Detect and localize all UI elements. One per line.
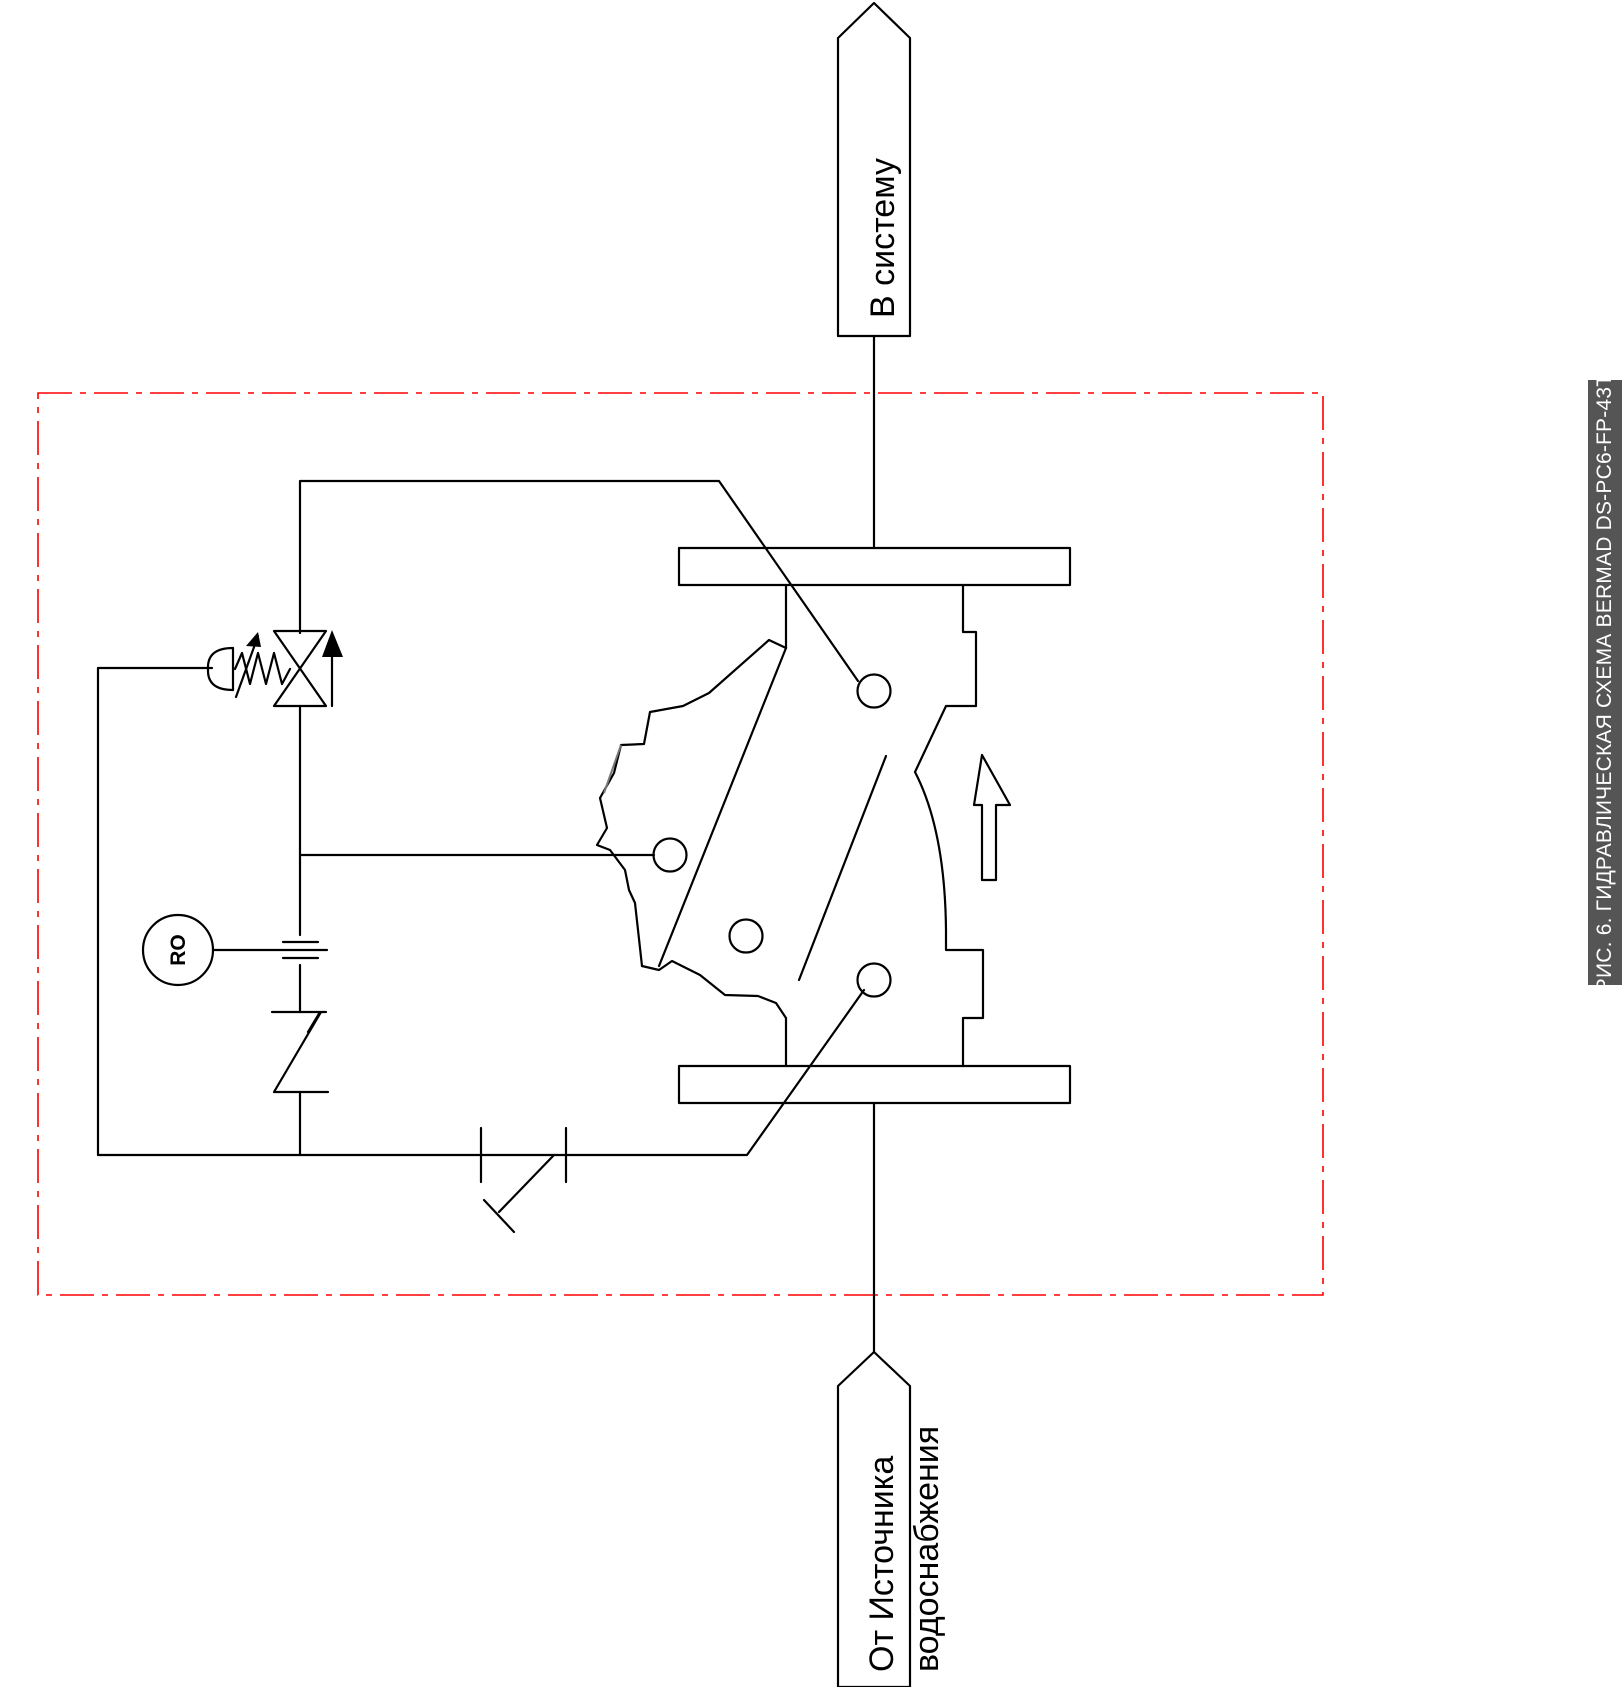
pilot-arrow-icon [322, 630, 343, 657]
port-inlet [856, 962, 892, 998]
pilot-tubing [96, 479, 866, 1157]
inlet-label-line2: водоснабжения [908, 1426, 946, 1672]
inlet-flange [677, 1064, 1072, 1105]
figure-caption-text: РИС. 6. ГИДРАВЛИЧЕСКАЯ СХЕМА BERMAD DS-P… [1593, 380, 1616, 985]
outlet-label: В систему [864, 158, 902, 318]
restriction-orifice-label: RO [167, 934, 190, 966]
restriction-orifice: RO [141, 913, 329, 987]
inlet-tag [836, 1350, 912, 1687]
outlet-flange [677, 546, 1072, 587]
figure-caption: РИС. 6. ГИДРАВЛИЧЕСКАЯ СХЕМА BERMAD DS-P… [1588, 380, 1622, 985]
adjustment-arrow-icon [246, 632, 261, 647]
assembly-boundary [37, 392, 1324, 1296]
port-bonnet [728, 918, 764, 954]
outlet-tag [836, 1, 912, 338]
port-outlet [856, 673, 892, 709]
main-valve-body [595, 583, 985, 1068]
flow-direction-arrow-icon [972, 753, 1012, 882]
pilot-valve [206, 629, 343, 708]
inlet-label-line1: От Источника [863, 1456, 901, 1672]
check-valve [270, 1010, 330, 1094]
actuator-cap [603, 744, 622, 794]
isolation-valve [479, 1126, 568, 1234]
port-chamber [652, 837, 688, 873]
